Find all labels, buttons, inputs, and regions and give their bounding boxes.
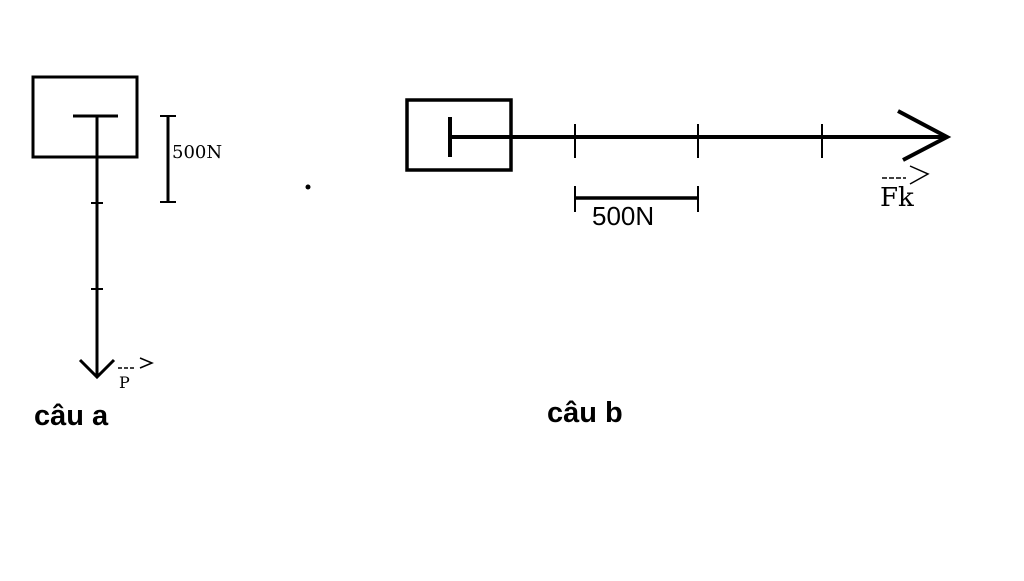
scale-label-a: 500N (172, 142, 222, 163)
caption-b: câu b (547, 397, 623, 429)
vector-arrow-mark-fk (882, 165, 930, 185)
object-box-a (31, 75, 139, 159)
arrowhead-fk (897, 109, 952, 162)
stray-dot (305, 184, 311, 190)
vector-label-fk: Fk (880, 183, 914, 213)
arrowhead-p (78, 358, 116, 380)
diagram-b: 500N Fk câu b (405, 98, 952, 429)
diagram-a: 500N P câu a (31, 75, 222, 432)
vector-arrow-mark-p (118, 357, 154, 369)
scale-label-b: 500N (592, 201, 654, 231)
caption-a: câu a (34, 400, 109, 432)
vector-label-p: P (119, 373, 130, 392)
